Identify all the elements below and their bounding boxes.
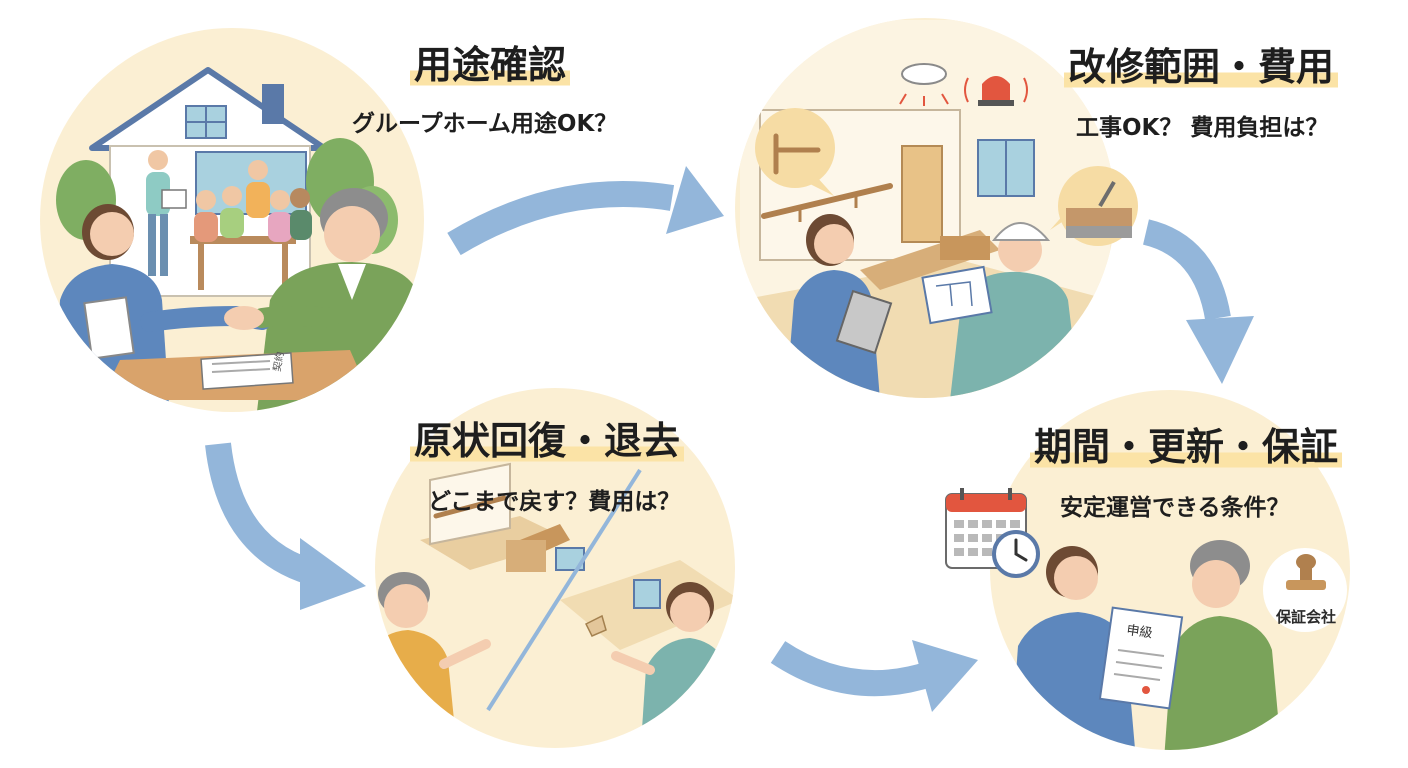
- step-4-title: 期間・更新・保証: [1030, 425, 1343, 470]
- panel-lease-terms: 申級: [945, 390, 1350, 750]
- flow-arrow-3-to-4: [770, 640, 978, 712]
- flooring-callout: [1050, 166, 1138, 246]
- step-1-title: 用途確認: [410, 43, 571, 88]
- step-3-subtitle: どこまで戻す？費用は？: [428, 489, 681, 515]
- smoke-detector-icon: [899, 63, 949, 106]
- handshake-icon: [140, 305, 340, 332]
- room-before-icon: [420, 462, 570, 572]
- flow-arrow-1-to-3: [205, 442, 366, 610]
- house-icon: [89, 67, 327, 297]
- step-1-subtitle: グループホーム用途OK？: [352, 111, 618, 137]
- room-after-icon: [555, 547, 735, 650]
- alarm-light-icon: [964, 76, 1028, 106]
- panel-usage-check: 契約: [40, 28, 424, 412]
- clock-icon: [992, 530, 1040, 578]
- stamp-icon: [1263, 548, 1347, 632]
- flow-arrow-2-to-4: [1142, 219, 1254, 384]
- step-4-subtitle: 安定運営できる条件？: [1060, 495, 1290, 521]
- handrail-callout: [755, 108, 835, 196]
- desk-icon: [100, 350, 372, 400]
- step-3-title: 原状回復・退去: [410, 419, 685, 464]
- guarantee-company-label: 保証会社: [1276, 608, 1337, 626]
- panel-renovation: [735, 18, 1138, 398]
- residents-group-icon: [146, 150, 312, 290]
- contract-document-label: 契約: [270, 351, 286, 373]
- lease-document-icon: [1098, 606, 1184, 710]
- lease-document-label: 申級: [1125, 623, 1153, 641]
- step-2-title: 改修範囲・費用: [1064, 45, 1339, 90]
- panel-restoration: [375, 388, 735, 748]
- flow-arrow-1-to-2: [447, 166, 724, 256]
- ramp-icon: [860, 230, 1000, 290]
- owner-man-green-icon: [1164, 540, 1282, 750]
- handrail-icon: [761, 183, 893, 222]
- divider-line: [486, 468, 642, 712]
- step-2-subtitle: 工事OK？ 費用負担は？: [1076, 115, 1329, 141]
